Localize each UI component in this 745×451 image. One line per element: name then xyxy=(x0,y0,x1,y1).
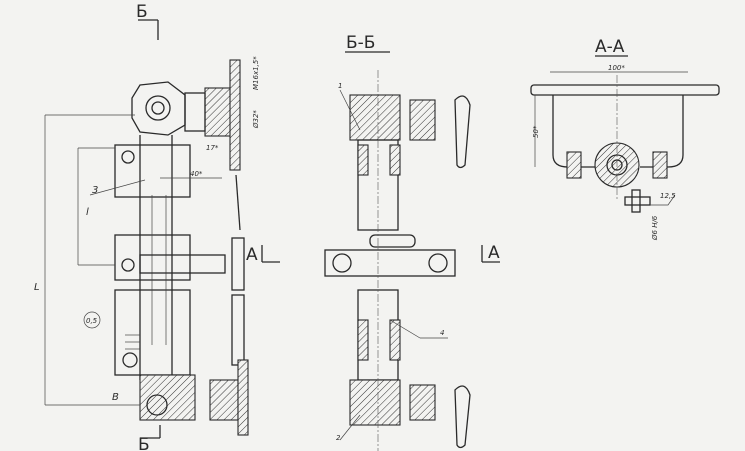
dim-100: 100* xyxy=(608,64,625,72)
callout-2: 2 xyxy=(336,434,341,442)
view-title-aa: А-А xyxy=(595,37,625,57)
section-a-a: А-А 100* 50* 12,5 Ø6 H/6 xyxy=(530,37,720,241)
dim-L: L xyxy=(34,282,40,293)
dim-dia6: Ø6 H/6 xyxy=(651,215,659,241)
label-v: В xyxy=(112,392,119,403)
section-b-b: Б-Б 1 4 2 А xyxy=(324,33,500,451)
dim-50: 50* xyxy=(532,125,540,138)
section-arrow-a-left: А xyxy=(246,245,258,265)
dim-17: 17* xyxy=(206,144,219,152)
dim-thread: M16x1,5* xyxy=(252,56,260,90)
section-mark-top: Б xyxy=(136,2,148,22)
callout-3: 3 xyxy=(92,185,98,196)
callout-1: 1 xyxy=(338,82,342,90)
dim-40: 40* xyxy=(190,170,203,178)
roughness-callout: 0,5 xyxy=(86,317,98,325)
dim-32: Ø32* xyxy=(252,110,260,129)
front-view: Б Б L l 3 40* xyxy=(34,2,280,451)
view-title-bb: Б-Б xyxy=(346,33,375,53)
callout-4: 4 xyxy=(440,329,444,337)
section-arrow-a-middle: А xyxy=(488,243,500,263)
roughness-12-5: 12,5 xyxy=(660,192,676,200)
dim-l: l xyxy=(86,207,89,218)
section-mark-bottom: Б xyxy=(138,435,150,451)
